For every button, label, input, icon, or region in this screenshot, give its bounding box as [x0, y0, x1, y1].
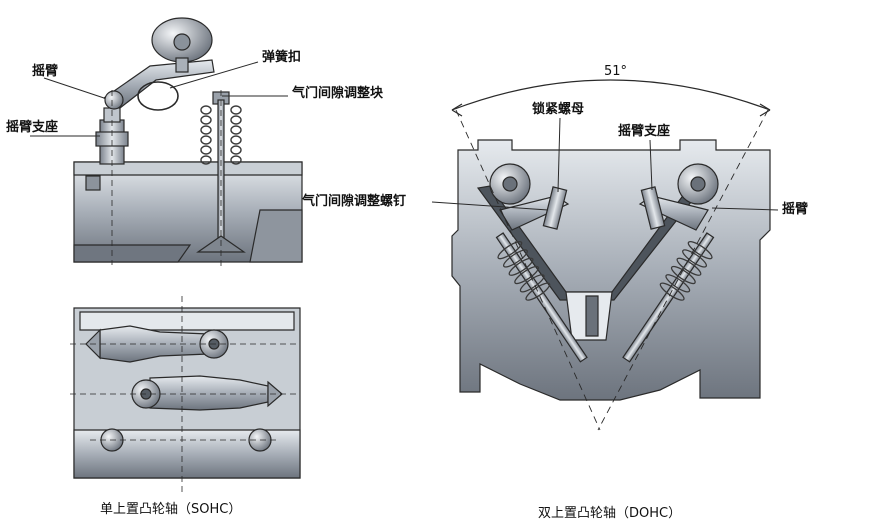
leader-lines: [30, 61, 779, 211]
label-lock-nut: 锁紧螺母: [532, 102, 585, 117]
label-rocker-support-sohc: 摇臂支座: [6, 120, 59, 135]
caption-sohc: 单上置凸轮轴（SOHC）: [100, 502, 242, 517]
label-clearance-screw: 气门间隙调整螺钉: [302, 194, 407, 209]
label-rocker-arm-dohc: 摇臂: [782, 202, 809, 217]
sohc-side-view: [73, 17, 303, 268]
caption-dohc: 双上置凸轮轴（DOHC）: [538, 506, 682, 521]
label-spring-clip: 弹簧扣: [262, 50, 302, 65]
label-angle: 51°: [604, 64, 628, 79]
sohc-top-view: [70, 296, 301, 496]
label-rocker-support-dohc: 摇臂支座: [618, 124, 671, 139]
dohc-cross-section: [451, 79, 771, 431]
label-clearance-block: 气门间隙调整块: [292, 86, 384, 101]
label-rocker-arm-sohc: 摇臂: [32, 64, 59, 79]
